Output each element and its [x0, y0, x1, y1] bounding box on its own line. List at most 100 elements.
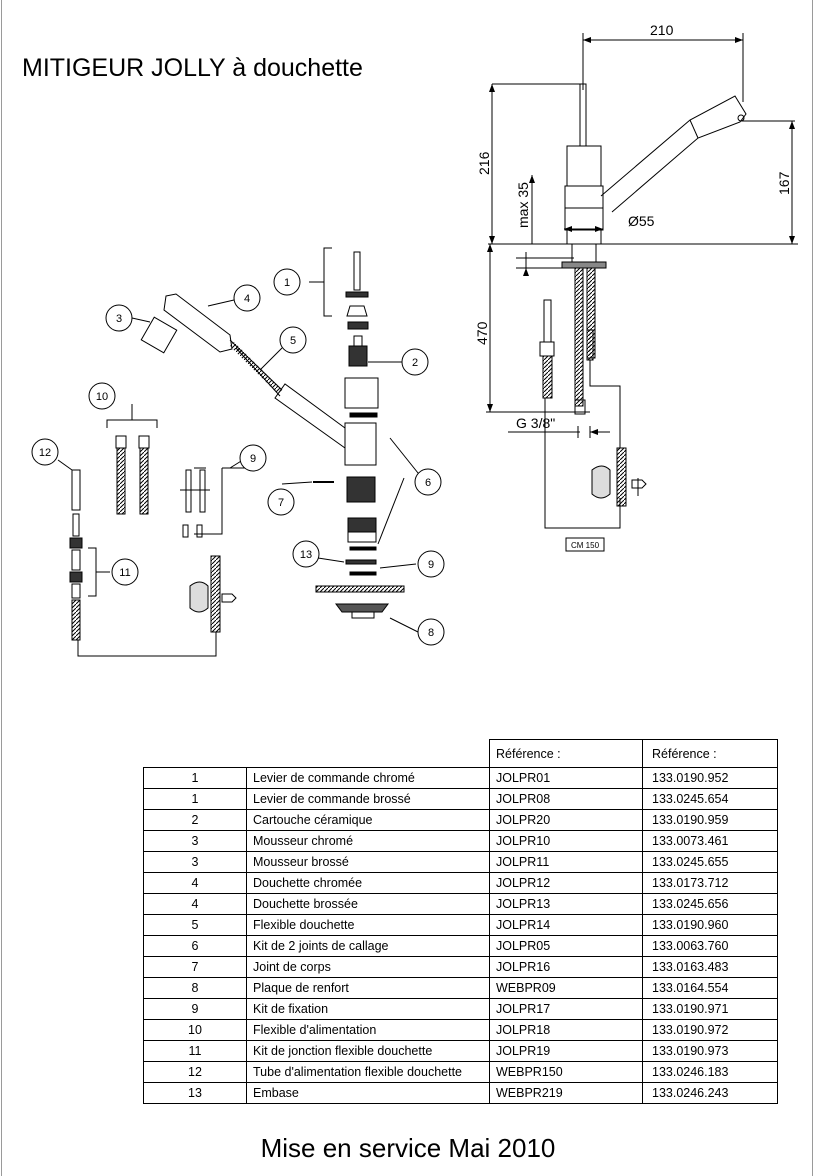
elevation-view: 210 216 167 max 35 Ø55 [474, 22, 798, 552]
part-code: 133.0063.760 [642, 935, 778, 957]
part-number: 1 [143, 788, 247, 810]
part-reference: JOLPR11 [489, 851, 643, 873]
part-number: 8 [143, 977, 247, 999]
part-code: 133.0190.972 [642, 1019, 778, 1041]
callout-7: 7 [278, 497, 284, 509]
part-label: Tube d'alimentation flexible douchette [246, 1061, 490, 1083]
callout-9b: 9 [250, 453, 256, 465]
part-reference: JOLPR16 [489, 956, 643, 978]
part-reference: JOLPR08 [489, 788, 643, 810]
callout-8: 8 [428, 627, 434, 639]
part-label: Embase [246, 1082, 490, 1104]
part-code: 133.0246.243 [642, 1082, 778, 1104]
callout-12: 12 [39, 447, 51, 459]
page-left-edge [1, 0, 2, 1176]
part-label: Mousseur brossé [246, 851, 490, 873]
part-reference: JOLPR01 [489, 767, 643, 789]
callout-4: 4 [244, 293, 250, 305]
callout-3: 3 [116, 313, 122, 325]
part-reference: JOLPR17 [489, 998, 643, 1020]
part-label: Flexible d'alimentation [246, 1019, 490, 1041]
dim-height-left-text: 216 [476, 151, 492, 175]
part-label: Plaque de renfort [246, 977, 490, 999]
footer-note: Mise en service Mai 2010 [260, 1133, 556, 1163]
part-reference: WEBPR09 [489, 977, 643, 999]
exploded-view: 1 2 3 4 5 6 7 8 9 9 10 11 12 13 [31, 247, 445, 657]
part-number: 4 [143, 893, 247, 915]
part-reference: WEBPR219 [489, 1082, 643, 1104]
part-reference: JOLPR20 [489, 809, 643, 831]
parts-table-header: Référence : Référence : [144, 739, 778, 768]
part-label: Joint de corps [246, 956, 490, 978]
part-code: 133.0190.971 [642, 998, 778, 1020]
part-label: Levier de commande chromé [246, 767, 490, 789]
part-number: 10 [143, 1019, 247, 1041]
part-label: Douchette brossée [246, 893, 490, 915]
callout-10: 10 [96, 391, 108, 403]
part-code: 133.0190.973 [642, 1040, 778, 1062]
callout-1: 1 [284, 277, 290, 289]
part-code: 133.0163.483 [642, 956, 778, 978]
callout-13: 13 [300, 549, 312, 561]
part-number: 3 [143, 830, 247, 852]
header-reference: Référence : [489, 739, 643, 768]
callout-5: 5 [290, 335, 296, 347]
part-number: 13 [143, 1082, 247, 1104]
dim-width-text: 210 [650, 22, 674, 38]
part-code: 133.0173.712 [642, 872, 778, 894]
part-reference: JOLPR18 [489, 1019, 643, 1041]
part-code: 133.0190.959 [642, 809, 778, 831]
technical-drawing: 210 216 167 max 35 Ø55 [31, 22, 798, 657]
part-code: 133.0245.655 [642, 851, 778, 873]
header-reference-code: Référence : [642, 739, 778, 768]
part-reference: WEBPR150 [489, 1061, 643, 1083]
part-label: Flexible douchette [246, 914, 490, 936]
dim-max-text: max 35 [515, 182, 531, 228]
part-code: 133.0246.183 [642, 1061, 778, 1083]
part-number: 4 [143, 872, 247, 894]
part-reference: JOLPR12 [489, 872, 643, 894]
part-label: Kit de fixation [246, 998, 490, 1020]
callout-6: 6 [425, 477, 431, 489]
dim-thread-text: G 3/8" [516, 415, 555, 431]
dim-diameter-text: Ø55 [628, 213, 655, 229]
part-number: 2 [143, 809, 247, 831]
part-label: Kit de jonction flexible douchette [246, 1040, 490, 1062]
part-code: 133.0073.461 [642, 830, 778, 852]
part-reference: JOLPR05 [489, 935, 643, 957]
part-code: 133.0245.654 [642, 788, 778, 810]
part-code: 133.0190.952 [642, 767, 778, 789]
dim-height-right-text: 167 [776, 171, 792, 195]
part-code: 133.0190.960 [642, 914, 778, 936]
page-right-edge [812, 0, 813, 1176]
document-title: MITIGEUR JOLLY à douchette [22, 54, 363, 82]
part-number: 12 [143, 1061, 247, 1083]
callout-2: 2 [412, 357, 418, 369]
part-number: 11 [143, 1040, 247, 1062]
part-reference: JOLPR14 [489, 914, 643, 936]
part-label: Douchette chromée [246, 872, 490, 894]
part-number: 7 [143, 956, 247, 978]
part-number: 3 [143, 851, 247, 873]
counterweight-label: CM 150 [571, 541, 600, 550]
part-reference: JOLPR19 [489, 1040, 643, 1062]
callout-9a: 9 [428, 559, 434, 571]
part-number: 5 [143, 914, 247, 936]
part-number: 6 [143, 935, 247, 957]
